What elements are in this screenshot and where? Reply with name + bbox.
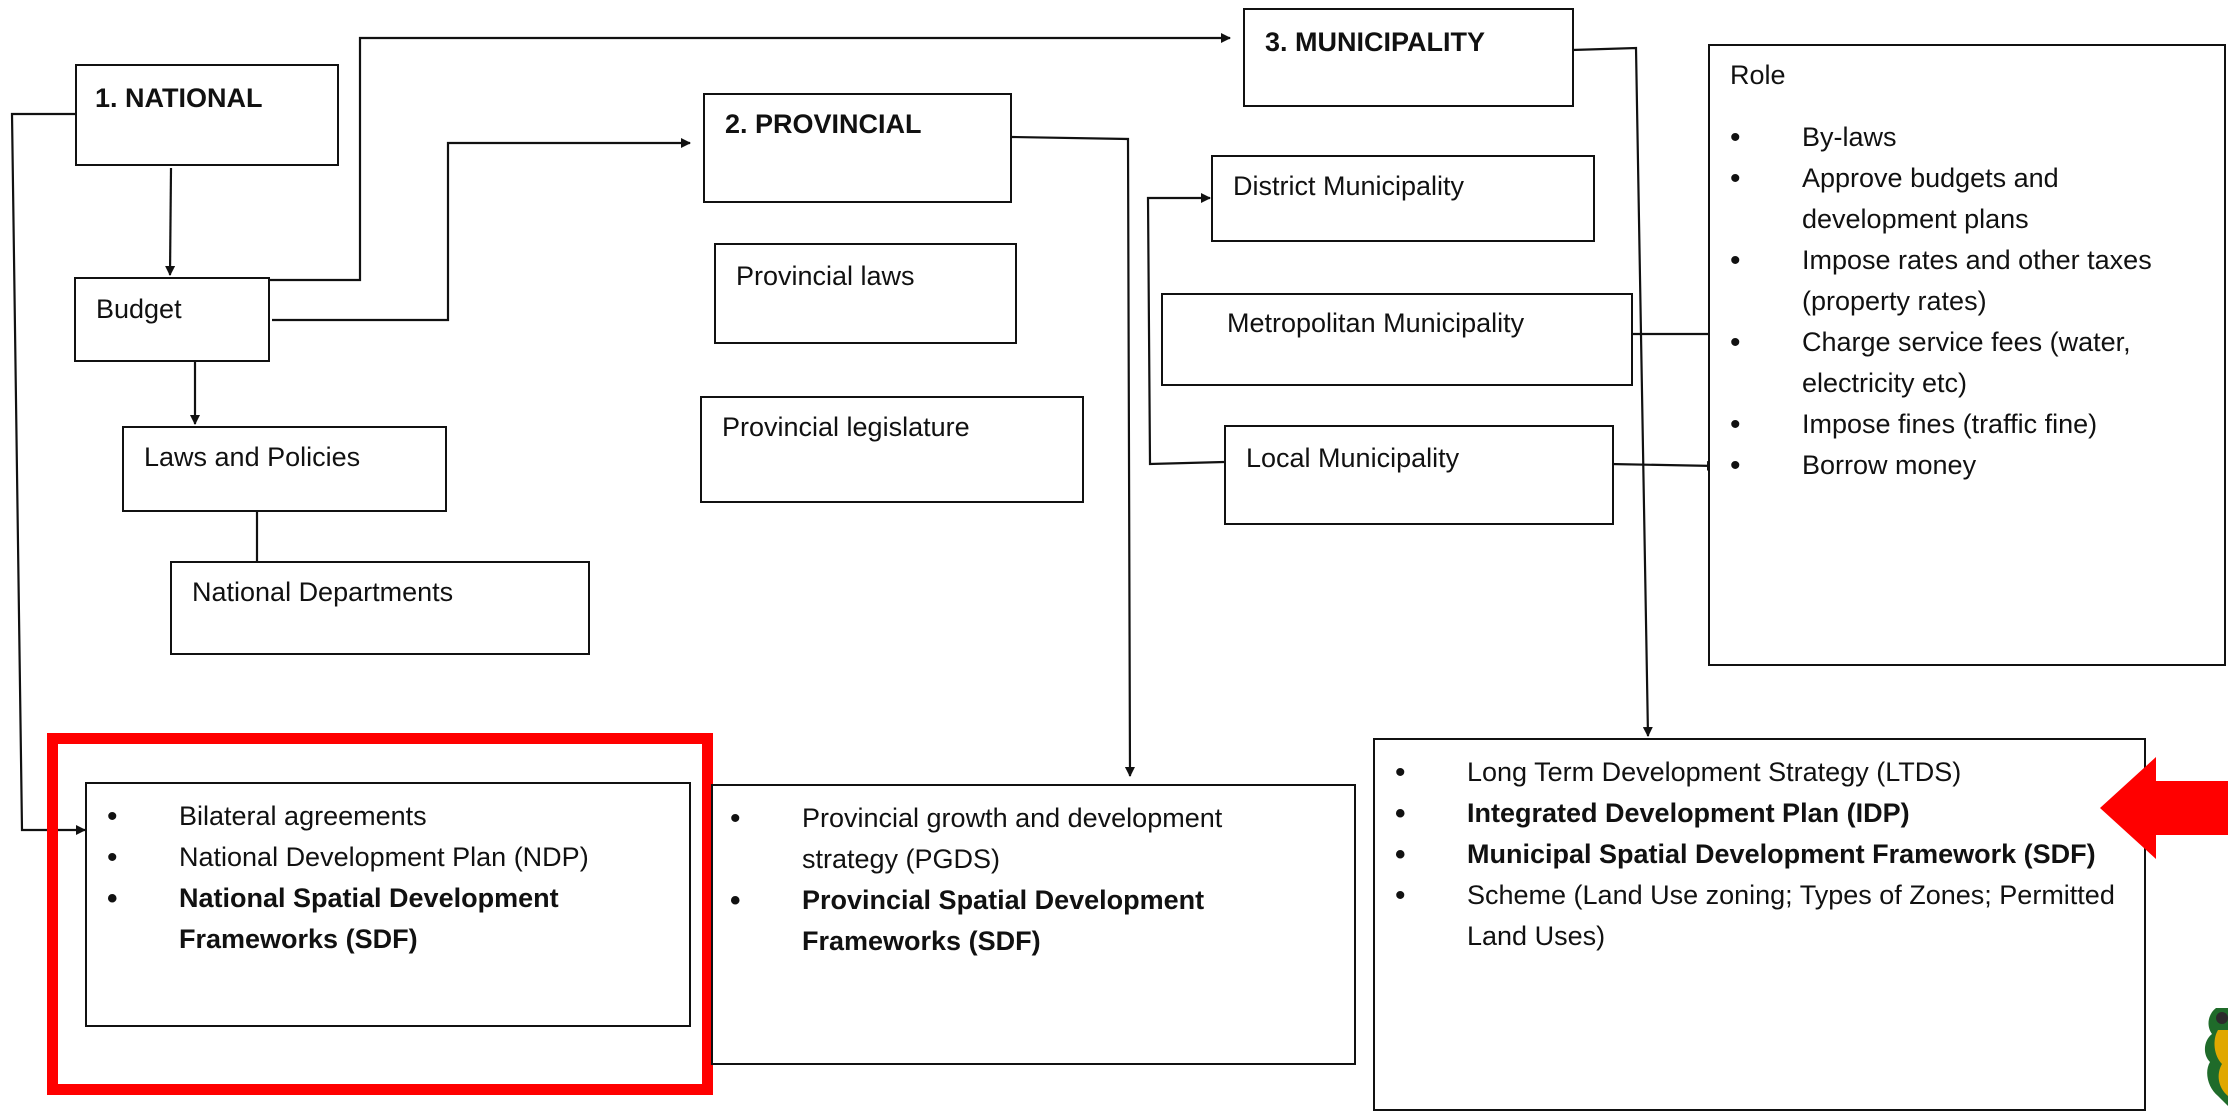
budget-to-provincial-arrow [272, 138, 691, 322]
role-item: By-laws [1730, 117, 2220, 158]
local-to-role-arrow [1609, 460, 1717, 471]
provincial-box: 2. PROVINCIAL [703, 93, 1012, 203]
provincial-output-item: Provincial growth and development strate… [730, 798, 1290, 880]
budget-box: Budget [74, 277, 270, 362]
provincial-output-item: Provincial Spatial Development Framework… [730, 880, 1290, 962]
national-output-item: National Spatial Development Frameworks … [107, 878, 627, 960]
municipal-output-item: Integrated Development Plan (IDP) [1395, 793, 2115, 834]
district-municipality-label: District Municipality [1233, 171, 1465, 201]
provincial-outputs-box: Provincial growth and development strate… [711, 784, 1356, 1065]
role-item: Approve budgets and development plans [1730, 158, 2220, 240]
municipality-title: 3. MUNICIPALITY [1265, 27, 1486, 57]
laws-policies-box: Laws and Policies [122, 426, 447, 512]
national-departments-box: National Departments [170, 561, 590, 655]
role-list: By-laws Approve budgets and development … [1730, 117, 2220, 486]
provincial-laws-label: Provincial laws [736, 261, 915, 291]
national-to-outputs-arrow [10, 112, 86, 835]
metropolitan-municipality-label: Metropolitan Municipality [1227, 308, 1525, 338]
national-to-budget-arrow [165, 167, 176, 276]
municipality-to-outputs-arrow [1571, 46, 1653, 737]
role-item: Charge service fees (water, electricity … [1730, 322, 2220, 404]
national-outputs-list: Bilateral agreements National Developmen… [107, 796, 627, 960]
red-pointer-arrow [2100, 757, 2228, 859]
provincial-title: 2. PROVINCIAL [725, 109, 922, 139]
local-municipality-label: Local Municipality [1246, 443, 1460, 473]
municipal-output-item: Long Term Development Strategy (LTDS) [1395, 752, 2115, 793]
provincial-legislature-label: Provincial legislature [722, 412, 970, 442]
laws-policies-label: Laws and Policies [144, 442, 361, 472]
district-municipality-box: District Municipality [1211, 155, 1595, 242]
municipal-outputs-list: Long Term Development Strategy (LTDS) In… [1395, 752, 2115, 957]
role-item: Impose fines (traffic fine) [1730, 404, 2220, 445]
national-output-item: Bilateral agreements [107, 796, 627, 837]
provincial-outputs-list: Provincial growth and development strate… [730, 798, 1290, 962]
highlight-frame [47, 733, 713, 1095]
national-departments-label: National Departments [192, 577, 454, 607]
municipal-output-item: Municipal Spatial Development Framework … [1395, 834, 2115, 875]
budget-label: Budget [96, 294, 182, 324]
municipality-box: 3. MUNICIPALITY [1243, 8, 1574, 107]
national-outputs-box: Bilateral agreements National Developmen… [85, 782, 691, 1027]
metropolitan-municipality-box: Metropolitan Municipality [1161, 293, 1633, 386]
national-box: 1. NATIONAL [75, 64, 339, 166]
provincial-legislature-box: Provincial legislature [700, 396, 1084, 503]
municipal-outputs-box: Long Term Development Strategy (LTDS) In… [1373, 738, 2146, 1111]
local-municipality-box: Local Municipality [1224, 425, 1614, 525]
role-title: Role [1730, 60, 1786, 90]
role-item: Borrow money [1730, 445, 2220, 486]
national-output-item: National Development Plan (NDP) [107, 837, 627, 878]
municipal-output-item: Scheme (Land Use zoning; Types of Zones;… [1395, 875, 2115, 957]
coat-of-arms-emblem [2204, 1008, 2228, 1106]
provincial-laws-box: Provincial laws [714, 243, 1017, 344]
role-item: Impose rates and other taxes (property r… [1730, 240, 2220, 322]
role-box: Role By-laws Approve budgets and develop… [1708, 44, 2226, 666]
national-title: 1. NATIONAL [95, 83, 263, 113]
